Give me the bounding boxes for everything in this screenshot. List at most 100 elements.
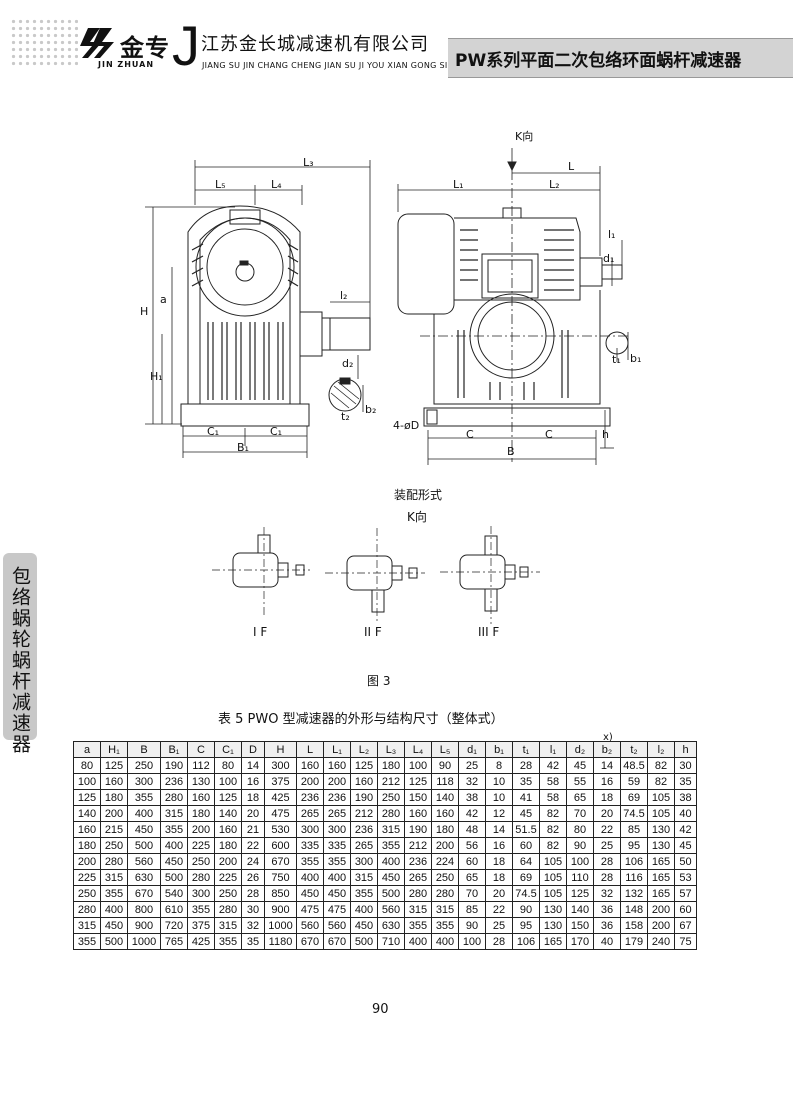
table-cell: 57 xyxy=(674,885,697,902)
table-cell: 560 xyxy=(296,917,324,934)
table-cell: 82 xyxy=(539,837,567,854)
table-cell: 160 xyxy=(296,757,324,774)
table-cell: 180 xyxy=(377,757,405,774)
table-cell: 82 xyxy=(647,773,675,790)
table-cell: 355 xyxy=(377,837,405,854)
table-cell: 180 xyxy=(73,837,101,854)
table-cell: 58 xyxy=(539,773,567,790)
form-if-label: I F xyxy=(253,625,268,639)
table-cell: 150 xyxy=(566,917,594,934)
k-direction-label: K向 xyxy=(515,130,534,143)
company-name-en: JIANG SU JIN CHANG CHENG JIAN SU JI YOU … xyxy=(202,61,448,70)
table-cell: 160 xyxy=(431,805,459,822)
side-view xyxy=(397,170,630,462)
table-cell: 355 xyxy=(187,901,215,918)
table-cell: 69 xyxy=(620,789,648,806)
table-header-cell: L xyxy=(296,741,324,758)
table-cell: 45 xyxy=(512,805,540,822)
table-cell: 125 xyxy=(404,773,432,790)
table-cell: 90 xyxy=(458,917,486,934)
table-cell: 130 xyxy=(647,821,675,838)
table-cell: 125 xyxy=(100,757,128,774)
table-cell: 335 xyxy=(323,837,351,854)
table-cell: 355 xyxy=(127,789,161,806)
table-cell: 100 xyxy=(214,773,242,790)
series-title: PW系列平面二次包络环面蜗杆减速器 xyxy=(455,51,742,71)
table-cell: 14 xyxy=(241,757,265,774)
dim-l1: L₁ xyxy=(453,178,464,191)
table-cell: 65 xyxy=(458,869,486,886)
table-cell: 28 xyxy=(241,885,265,902)
table-cell: 250 xyxy=(100,837,128,854)
table-cell: 35 xyxy=(674,773,697,790)
table-cell: 100 xyxy=(404,757,432,774)
table-cell: 45 xyxy=(674,837,697,854)
table-cell: 315 xyxy=(160,805,188,822)
table-cell: 425 xyxy=(264,789,297,806)
table-header-cell: B xyxy=(127,741,161,758)
table-cell: 60 xyxy=(458,853,486,870)
form-iiif-label: III F xyxy=(478,625,500,639)
table-cell: 125 xyxy=(214,789,242,806)
table-cell: 48 xyxy=(458,821,486,838)
dim-c-left: C xyxy=(466,428,474,441)
table-cell: 165 xyxy=(539,933,567,950)
dim-b1: B₁ xyxy=(237,441,249,454)
table-cell: 265 xyxy=(323,805,351,822)
table-cell: 610 xyxy=(160,901,188,918)
table-cell: 95 xyxy=(512,917,540,934)
table-cell: 12 xyxy=(485,805,513,822)
table-cell: 530 xyxy=(264,821,297,838)
table-cell: 148 xyxy=(620,901,648,918)
table-cell: 236 xyxy=(160,773,188,790)
table-cell: 236 xyxy=(323,789,351,806)
brand-name: 金专 xyxy=(120,34,170,62)
table-cell: 450 xyxy=(100,917,128,934)
table-cell: 160 xyxy=(350,773,378,790)
table-header-cell: B₁ xyxy=(160,741,188,758)
table-cell: 105 xyxy=(647,805,675,822)
table-cell: 38 xyxy=(458,789,486,806)
table-cell: 24 xyxy=(241,853,265,870)
table-cell: 355 xyxy=(160,821,188,838)
table-cell: 42 xyxy=(539,757,567,774)
table-cell: 8 xyxy=(485,757,513,774)
table-cell: 82 xyxy=(539,805,567,822)
table-cell: 28 xyxy=(512,757,540,774)
table-cell: 21 xyxy=(241,821,265,838)
table-cell: 150 xyxy=(404,789,432,806)
table-cell: 59 xyxy=(620,773,648,790)
table-cell: 32 xyxy=(241,917,265,934)
table-cell: 315 xyxy=(214,917,242,934)
table-cell: 105 xyxy=(539,885,567,902)
table-cell: 53 xyxy=(674,869,697,886)
table-cell: 69 xyxy=(512,869,540,886)
table-cell: 400 xyxy=(431,933,459,950)
table-cell: 67 xyxy=(674,917,697,934)
table-cell: 500 xyxy=(100,933,128,950)
table-cell: 70 xyxy=(458,885,486,902)
table-cell: 280 xyxy=(100,853,128,870)
table-cell: 90 xyxy=(566,837,594,854)
table-note: x) xyxy=(603,732,613,743)
table-cell: 224 xyxy=(431,853,459,870)
table-cell: 64 xyxy=(512,853,540,870)
table-cell: 300 xyxy=(296,821,324,838)
table-header-cell: L₄ xyxy=(404,741,432,758)
table-cell: 600 xyxy=(264,837,297,854)
table-title: 表 5 PWO 型减速器的外形与结构尺寸（整体式） xyxy=(218,712,504,727)
table-cell: 900 xyxy=(127,917,161,934)
table-header-cell: D xyxy=(241,741,265,758)
table-header-cell: L₁ xyxy=(323,741,351,758)
table-cell: 48.5 xyxy=(620,757,648,774)
table-cell: 500 xyxy=(160,869,188,886)
table-cell: 20 xyxy=(241,805,265,822)
table-cell: 315 xyxy=(431,901,459,918)
table-cell: 110 xyxy=(566,869,594,886)
table-cell: 710 xyxy=(377,933,405,950)
table-cell: 22 xyxy=(593,821,621,838)
table-cell: 165 xyxy=(647,869,675,886)
table-cell: 125 xyxy=(73,789,101,806)
